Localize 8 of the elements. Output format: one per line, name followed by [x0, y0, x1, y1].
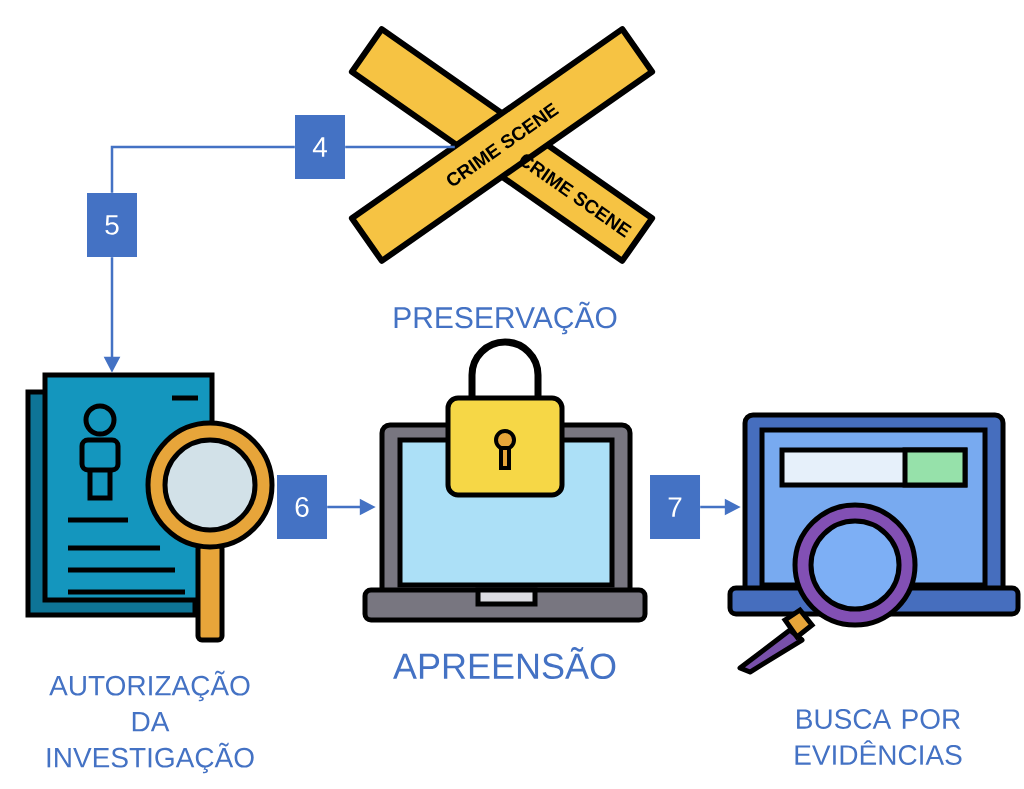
number-box: 6 — [277, 475, 327, 539]
number-box: 5 — [87, 193, 137, 257]
node-label: AUTORIZAÇÃO DA INVESTIGAÇÃO — [47, 670, 254, 774]
node-label: PRESERVAÇÃO — [394, 301, 617, 335]
node-label: BUSCA POR EVIDÊNCIAS — [795, 709, 962, 765]
number-box: 4 — [295, 115, 345, 179]
number-box: 7 — [650, 475, 700, 539]
node-label: APREENSÃO — [393, 647, 616, 679]
